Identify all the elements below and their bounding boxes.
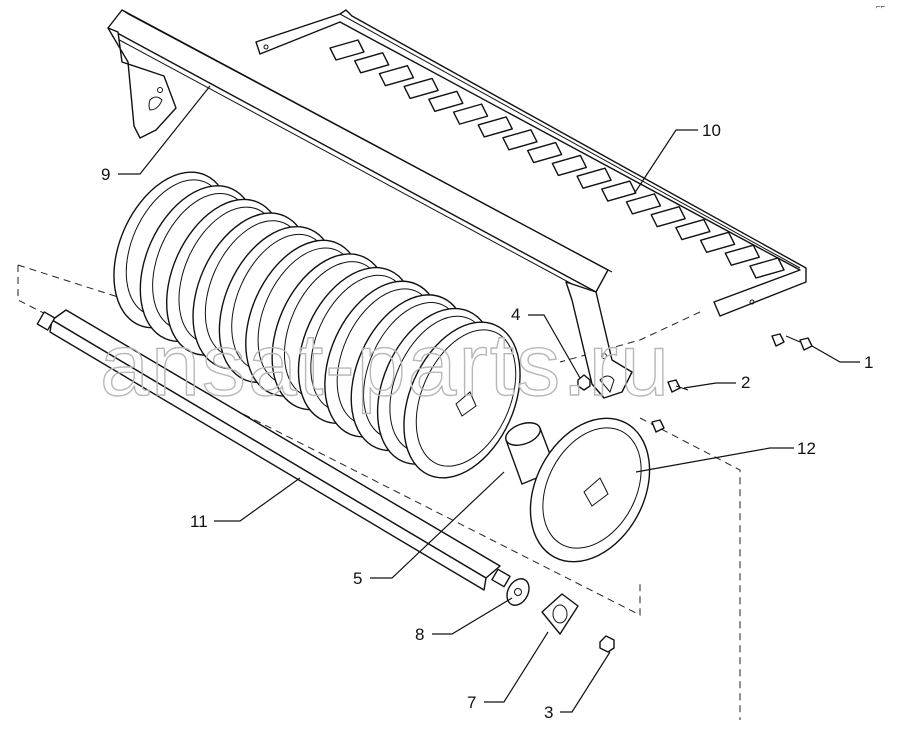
- scraper-tine: [526, 141, 563, 164]
- callout-11: 11: [190, 512, 208, 531]
- roller-disc: [403, 321, 521, 479]
- scraper-tine: [428, 90, 464, 112]
- part-12-end-disc: [529, 417, 651, 563]
- scraper-tine: [699, 231, 736, 254]
- callout-1: 1: [864, 353, 873, 372]
- part-1-bolts: [771, 333, 813, 351]
- scraper-tine: [724, 244, 760, 266]
- callout-3: 3: [544, 703, 553, 722]
- callout-8: 8: [415, 625, 424, 644]
- callout-labels: 1 2 3 4 5 7 8 9 10 11 12: [101, 121, 873, 722]
- callout-4: 4: [511, 305, 520, 324]
- leader-lines: [118, 85, 860, 713]
- scraper-tine: [329, 39, 365, 61]
- scraper-tine: [625, 193, 662, 215]
- scraper-tine: [576, 167, 612, 189]
- part-9-frame-beam: [107, 9, 633, 399]
- callout-12: 12: [797, 439, 816, 458]
- part-4-nut: [577, 374, 591, 391]
- callout-5: 5: [353, 569, 362, 588]
- part-7-bearing-flange: [541, 593, 579, 635]
- scraper-tine: [378, 64, 415, 87]
- scraper-tine: [354, 52, 390, 74]
- callout-9: 9: [101, 165, 110, 184]
- roller-disc-stack: [113, 171, 521, 479]
- part-3-nut: [599, 635, 615, 653]
- part-8-washer: [506, 578, 530, 606]
- part-11-square-shaft: [36, 309, 511, 591]
- scraper-tine: [452, 103, 489, 125]
- callout-7: 7: [467, 693, 476, 712]
- scraper-tine: [601, 180, 637, 202]
- scraper-tine: [477, 116, 513, 138]
- scraper-tine: [403, 77, 439, 100]
- scraper-tine: [551, 154, 588, 177]
- part-10-scraper-bar: [255, 9, 807, 317]
- scraper-tine: [749, 257, 785, 279]
- scraper-tine: [675, 218, 711, 241]
- part-2-bolts: [651, 379, 689, 433]
- callout-10: 10: [702, 121, 721, 140]
- corner-mark: ⌐⌐: [876, 2, 886, 11]
- watermark-text: ansat-parts.ru: [100, 315, 671, 414]
- scraper-tine: [650, 206, 686, 228]
- scraper-tine: [502, 129, 538, 151]
- callout-2: 2: [741, 373, 750, 392]
